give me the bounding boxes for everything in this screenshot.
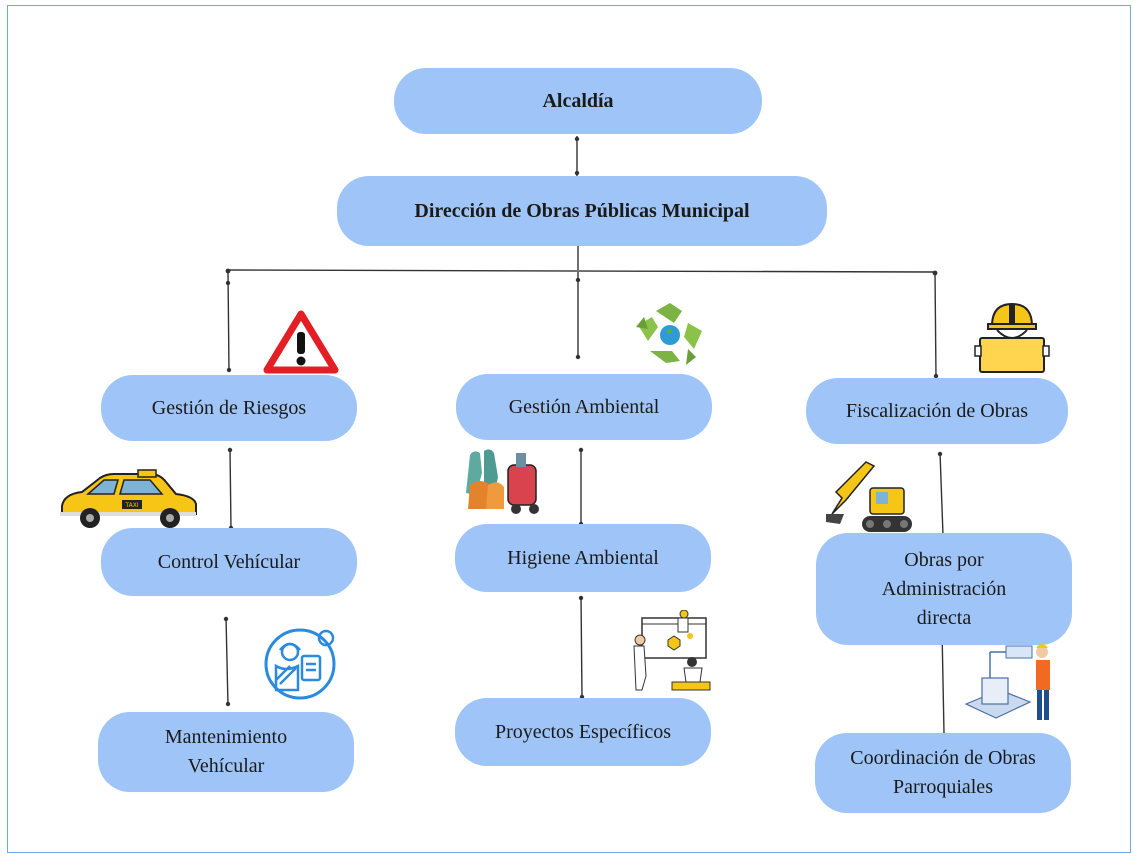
mechanic-icon (264, 628, 336, 700)
connector-proyectos (580, 595, 583, 699)
engineer-icon (974, 302, 1050, 373)
node-obras-administracion: Obras por Administración directa (816, 533, 1072, 645)
warning-icon (263, 310, 339, 374)
connector-coordinacion (941, 629, 945, 734)
excavator-icon (826, 461, 912, 532)
svg-text:TAXI: TAXI (124, 502, 138, 509)
node-higiene-ambiental: Higiene Ambiental (455, 524, 711, 592)
cleaning-workers-icon (466, 449, 539, 514)
connector-mantenimiento (225, 616, 229, 707)
node-mantenimiento-vehicular: Mantenimiento Vehícular (98, 712, 354, 792)
node-direccion-obras: Dirección de Obras Públicas Municipal (337, 176, 827, 246)
construction-worker-icon (964, 644, 1050, 720)
node-proyectos-especificos: Proyectos Específicos (455, 698, 711, 766)
connector-fiscalizacion (934, 271, 937, 379)
connector-obras-admin (939, 451, 944, 536)
node-control-vehicular: Control Vehícular (101, 528, 357, 596)
connector-control-vehicular (229, 447, 232, 531)
node-gestion-ambiental: Gestión Ambiental (456, 374, 712, 440)
node-coordinacion-obras: Coordinación de Obras Parroquiales (815, 733, 1071, 813)
node-alcaldia: Alcaldía (394, 68, 762, 134)
design-team-icon (633, 610, 711, 691)
node-gestion-riesgos: Gestión de Riesgos (101, 375, 357, 441)
taxi-icon: TAXI (60, 469, 197, 528)
node-fiscalizacion: Fiscalización de Obras (806, 378, 1068, 444)
recycle-icon (636, 303, 702, 365)
connector-horizontal-bus (227, 269, 936, 273)
connector-gestion-riesgos (227, 271, 230, 373)
